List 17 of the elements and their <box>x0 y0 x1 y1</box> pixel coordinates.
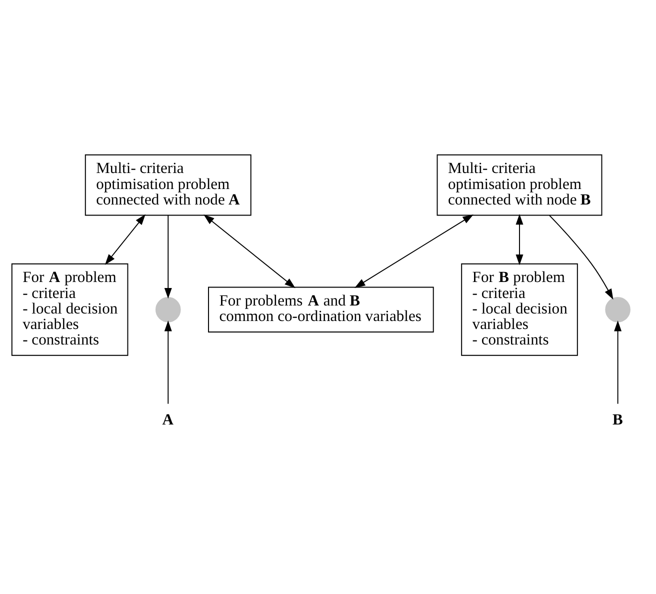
node-circle <box>605 297 630 322</box>
arrow <box>516 214 524 266</box>
arrow <box>164 214 172 299</box>
node-box: Multi- criteria optimisation problem connected with node A <box>84 154 252 216</box>
node-text: A <box>162 411 174 428</box>
arrow <box>354 214 474 288</box>
arrow <box>164 320 172 404</box>
arrow <box>104 214 146 265</box>
node-box: For problems A and B common co-ordination variables <box>208 286 434 333</box>
arrow <box>549 214 614 300</box>
arrow <box>614 320 622 404</box>
node-box: For B problem - criteria - local decision variables - constraints <box>461 263 578 356</box>
node-box: Multi- criteria optimisation problem connected with node B <box>436 154 602 216</box>
node-circle <box>155 297 181 322</box>
node-text: B <box>612 411 623 428</box>
node-box: For A problem - criteria - local decision variables - constraints <box>11 263 128 356</box>
arrow <box>204 214 296 288</box>
